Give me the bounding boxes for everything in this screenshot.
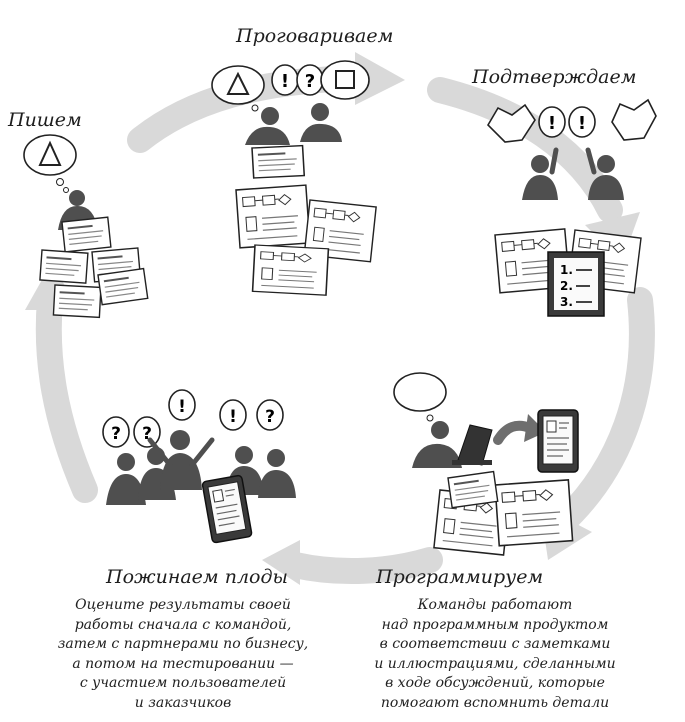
description-line: затем с партнерами по бизнесу,	[57, 636, 309, 652]
person-icon	[69, 190, 85, 206]
screen-list-item: 2.	[560, 279, 573, 293]
discuss-stage-art: ! ?	[211, 60, 377, 296]
description-line: над программным продуктом	[381, 616, 609, 633]
description-line: в ходе обсуждений, которые	[385, 675, 605, 691]
description-line: работы сначала с командой,	[74, 616, 292, 633]
develop-stage-label: Программируем	[376, 566, 544, 588]
discuss-stage-label: Проговариваем	[236, 25, 394, 47]
description-line: с участием пользователей	[79, 675, 287, 691]
description-line: и заказчиков	[134, 694, 232, 711]
exclaim-icon: !	[281, 71, 289, 92]
harvest-stage-description: Оцените результаты своей работы сначала …	[28, 596, 338, 713]
exclaim-icon: !	[578, 113, 586, 134]
description-line: и иллюстрациями, сделанными	[374, 655, 616, 672]
description-line: Оцените результаты своей	[75, 597, 291, 613]
question-icon: ?	[142, 424, 152, 444]
triangle-icon	[226, 71, 250, 95]
description-line: а потом на тестировании —	[72, 655, 294, 672]
thought-bubble-icon	[393, 372, 447, 412]
people-group-icon	[106, 430, 296, 505]
burst-bubble-icon	[611, 98, 657, 141]
screen-list-item: 1.	[560, 263, 573, 277]
thought-bubble-icon	[23, 134, 77, 176]
develop-stage-art	[393, 372, 579, 556]
square-icon	[335, 70, 355, 89]
thought-bubble-icon	[320, 60, 370, 100]
question-icon: ?	[265, 407, 275, 427]
harvest-stage-art: ? ? ! ! ?	[102, 389, 296, 544]
question-icon: ?	[305, 71, 315, 92]
person-icon	[431, 421, 449, 439]
person-icon	[531, 155, 549, 173]
harvest-stage-label: Пожинаем плоды	[106, 566, 289, 588]
confirm-stage-label: Подтверждаем	[472, 66, 637, 88]
exclaim-icon: !	[229, 407, 237, 427]
person-icon	[261, 107, 279, 125]
person-icon	[311, 103, 329, 121]
screen-list-item: 3.	[560, 295, 573, 309]
exclaim-icon: !	[178, 397, 186, 417]
description-line: в соответствии с заметками	[379, 636, 611, 652]
develop-stage-description: Команды работают над программным продукт…	[340, 596, 650, 713]
confirm-stage-art: ! ! 1. 2. 3.	[486, 98, 657, 317]
write-stage-art	[23, 134, 149, 319]
person-icon	[597, 155, 615, 173]
laptop-icon	[457, 424, 493, 466]
question-icon: ?	[111, 424, 121, 444]
triangle-icon	[38, 140, 62, 166]
thought-bubble-icon	[211, 65, 265, 105]
write-stage-label: Пишем	[8, 109, 82, 131]
burst-bubble-icon	[486, 103, 536, 143]
description-line: Команды работают	[417, 597, 573, 613]
exclaim-icon: !	[548, 113, 556, 134]
description-line: помогают вспомнить детали	[380, 694, 610, 711]
